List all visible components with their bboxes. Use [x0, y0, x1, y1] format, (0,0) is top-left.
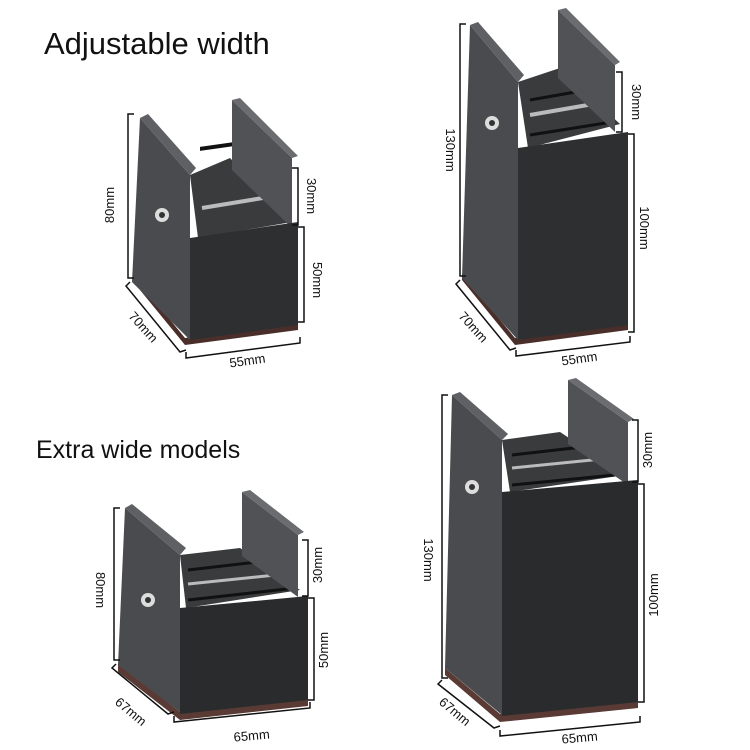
heading-adjustable-width: Adjustable width [44, 26, 270, 61]
dim-height-total: 80mm [102, 187, 117, 223]
dim-width: 55mm [560, 349, 598, 369]
dim-width: 65mm [233, 726, 270, 744]
dim-clamp-height: 30mm [640, 432, 655, 468]
dim-height-total: 80mm [93, 572, 108, 608]
dim-width: 65mm [561, 728, 598, 746]
dimension-lines [436, 394, 645, 737]
furniture-riser-illustration [118, 490, 308, 720]
dim-base-height: 50mm [316, 632, 331, 668]
furniture-riser-illustration [132, 98, 298, 345]
dim-clamp-height: 30mm [304, 178, 319, 214]
dimension-lines [110, 507, 315, 723]
dimension-lines [124, 113, 305, 359]
dim-width: 55mm [228, 351, 266, 371]
dim-base-height: 100mm [637, 206, 652, 249]
heading-extra-wide-models: Extra wide models [36, 436, 241, 464]
dim-clamp-height: 30mm [629, 84, 644, 120]
dim-base-height: 100mm [646, 573, 661, 616]
dim-base-height: 50mm [310, 262, 325, 298]
dim-depth: 67mm [436, 694, 473, 729]
dim-height-total: 130mm [443, 128, 458, 171]
furniture-riser-illustration [445, 378, 638, 722]
furniture-riser-illustration [462, 8, 628, 345]
dimension-lines [454, 23, 635, 357]
dim-height-total: 130mm [421, 538, 436, 581]
dim-clamp-height: 30mm [310, 547, 325, 583]
